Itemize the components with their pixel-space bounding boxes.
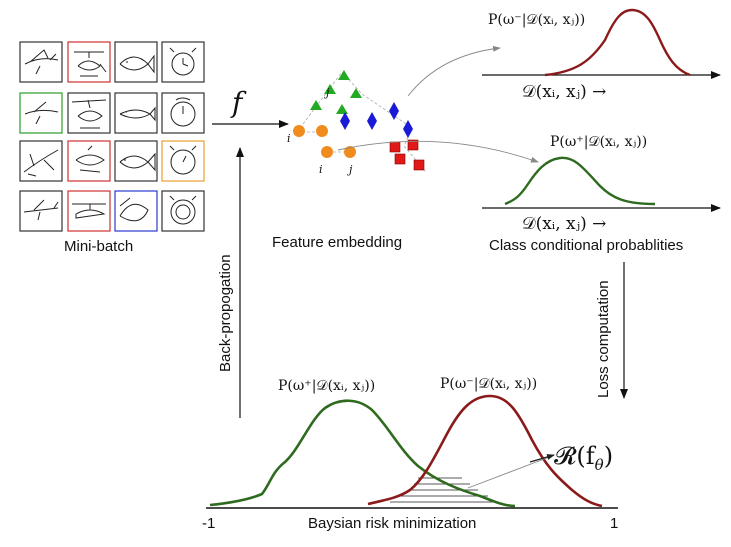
p-negative-label: P(ω⁻|𝒟(xᵢ, xⱼ)): [488, 12, 585, 28]
alarm-clock-sketch-icon: [169, 47, 197, 225]
negative-pair-arrow: [407, 45, 501, 97]
risk-pointer-arrow: [467, 455, 553, 489]
overlap-hatch: [390, 477, 496, 503]
negative-curve: [367, 394, 603, 508]
thumbnail-airplane: [19, 140, 63, 182]
diamond-class-point: [403, 120, 413, 138]
triangle-class-point: [310, 100, 322, 110]
fish-sketch-icon: [119, 54, 156, 222]
thumbnail-helicopter: [67, 92, 111, 134]
cube-class-points: [389, 139, 425, 171]
thumbnail-fish: [114, 190, 158, 232]
thumbnail-helicopter: [67, 140, 111, 182]
diamond-class-point: [389, 102, 399, 120]
thumbnail-fish: [114, 140, 158, 182]
thumbnail-helicopter: [67, 41, 111, 83]
bayesian-risk-plot: P(ω⁺|𝒟(xᵢ, xⱼ)) P(ω⁻|𝒟(xᵢ, xⱼ)) -1 1 Bay…: [202, 376, 618, 532]
back-propagation-label: Back-propogation: [217, 254, 234, 372]
risk-function-label: 𝓡(fθ): [554, 442, 613, 474]
circle-point-j: [344, 146, 356, 158]
circle-point-i: [293, 125, 305, 137]
triangle-class-point: [336, 104, 348, 114]
distance-axis-label: 𝒟(xᵢ, xⱼ) →: [522, 214, 606, 234]
thumbnail-airplane: [19, 190, 63, 232]
axis-max-label: 1: [610, 515, 618, 532]
negative-curve: [544, 8, 691, 77]
feature-embedding-cluster: i j i j: [287, 70, 427, 176]
risk-pointer-head: [529, 454, 555, 463]
f-symbol: f: [230, 86, 247, 119]
positive-distribution-plot: P(ω⁺|𝒟(xᵢ, xⱼ)) 𝒟(xᵢ, xⱼ) →: [482, 134, 721, 234]
circle-point: [316, 125, 328, 137]
label-j: j: [346, 163, 353, 176]
distance-axis-label: 𝒟(xᵢ, xⱼ) →: [522, 82, 606, 102]
positive-curve: [504, 156, 656, 206]
p-positive-label: P(ω⁺|𝒟(xᵢ, xⱼ)): [278, 378, 375, 394]
label-i: i: [287, 132, 291, 145]
triangle-class-point: [324, 84, 336, 94]
loss-computation-label: Loss computation: [595, 280, 612, 398]
p-positive-label: P(ω⁺|𝒟(xᵢ, xⱼ)): [550, 134, 647, 150]
thumbnail-alarm-clock: [161, 190, 205, 232]
p-negative-label: P(ω⁻|𝒟(xᵢ, xⱼ)): [440, 376, 537, 392]
positive-pair-arrow: [337, 140, 539, 163]
label-j: j: [323, 86, 330, 99]
thumbnail-helicopter: [67, 190, 111, 232]
triangle-class-point: [338, 70, 350, 80]
class-conditional-label: Class conditional probablities: [489, 237, 683, 254]
positive-curve: [209, 399, 516, 508]
negative-distribution-plot: P(ω⁻|𝒟(xᵢ, xⱼ)) 𝒟(xᵢ, xⱼ) →: [482, 8, 721, 102]
feature-embedding-label: Feature embedding: [272, 234, 402, 251]
thumbnail-fish: [114, 41, 158, 83]
mini-batch-label: Mini-batch: [64, 238, 133, 255]
thumbnail-airplane: [19, 41, 63, 83]
circle-point-i: [321, 146, 333, 158]
airplane-sketch-icon: [23, 49, 59, 221]
mini-batch-grid: [19, 41, 205, 232]
triangle-class-point: [350, 88, 362, 98]
helicopter-sketch-icon: [71, 51, 107, 219]
diamond-class-point: [340, 112, 350, 130]
axis-min-label: -1: [202, 515, 215, 532]
diamond-class-point: [367, 112, 377, 130]
bayesian-risk-label: Baysian risk minimization: [308, 515, 476, 532]
label-i: i: [319, 163, 323, 176]
